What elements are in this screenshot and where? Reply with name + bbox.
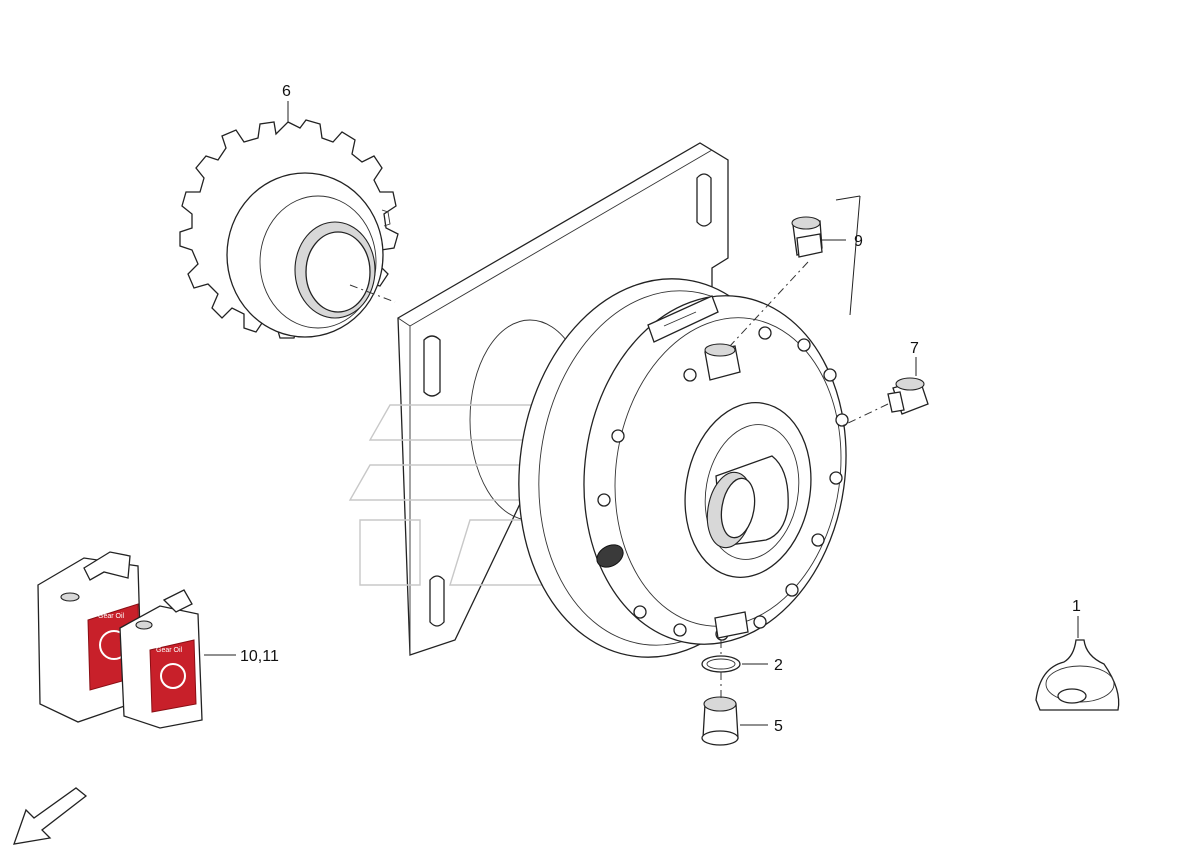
leader-lines [204, 101, 1079, 726]
callout-1: 1 [1072, 598, 1081, 615]
callout-7: 7 [910, 340, 919, 357]
sprocket [179, 119, 399, 339]
oil-canister-small: Gear Oil [119, 589, 203, 729]
callout-5: 5 [774, 718, 783, 735]
callout-9: 9 [854, 233, 863, 250]
direction-arrow-icon [13, 787, 88, 845]
o-ring-2 [701, 655, 741, 673]
oil-label-big: Gear Oil [98, 613, 125, 620]
callout-2: 2 [774, 657, 783, 674]
plug-9 [791, 216, 823, 258]
plug-7 [887, 377, 929, 415]
callout-10-11: 10,11 [240, 648, 279, 665]
oil-label-small: Gear Oil [156, 647, 183, 654]
seal-kit-1 [1035, 639, 1120, 711]
drain-plug-5 [701, 696, 739, 746]
center-lines [349, 261, 889, 698]
callout-6: 6 [282, 83, 291, 100]
gearbox-hub [518, 278, 849, 658]
